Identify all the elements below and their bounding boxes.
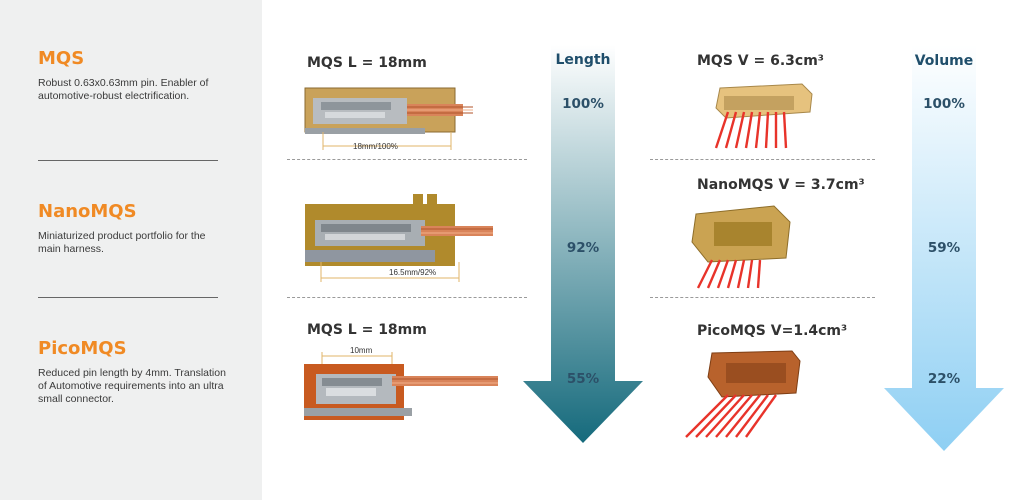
dimension-label: 10mm (350, 346, 373, 355)
dimension-label: 18mm/100% (353, 142, 398, 151)
volume-row-title: PicoMQS V=1.4cm³ (697, 323, 848, 339)
product-name: NanoMQS (38, 201, 137, 222)
volume-row-title: MQS V = 6.3cm³ (697, 53, 824, 69)
product-nanomqs: NanoMQS Miniaturized product portfolio f… (38, 201, 253, 256)
length-row-title: MQS L = 18mm (307, 322, 427, 338)
product-sidebar: MQS Robust 0.63x0.63mm pin. Enabler of a… (0, 0, 262, 500)
volume-reduction-arrow (882, 45, 1006, 455)
length-row-title: MQS L = 18mm (307, 55, 427, 71)
sidebar-divider (38, 160, 218, 161)
row-separator (287, 159, 527, 160)
volume-arrow-label: Volume (914, 53, 974, 69)
picomqs-cross-section-illustration: 10mm (302, 342, 500, 424)
row-separator (650, 159, 875, 160)
product-name: MQS (38, 48, 85, 69)
mqs-cross-section-illustration: 18mm/100% (301, 84, 476, 160)
product-name: PicoMQS (38, 338, 127, 359)
length-percentage: 100% (562, 96, 604, 112)
sidebar-divider (38, 297, 218, 298)
product-mqs: MQS Robust 0.63x0.63mm pin. Enabler of a… (38, 48, 253, 103)
length-percentage: 55% (566, 371, 600, 387)
length-reduction-arrow (521, 45, 645, 445)
mqs-connector-illustration (706, 80, 816, 152)
nanomqs-connector-illustration (678, 200, 798, 292)
volume-row-title: NanoMQS V = 3.7cm³ (697, 177, 865, 193)
row-separator (287, 297, 527, 298)
length-percentage: 92% (566, 240, 600, 256)
row-separator (650, 297, 875, 298)
nanomqs-cross-section-illustration: 16.5mm/92% (301, 190, 496, 286)
product-description: Robust 0.63x0.63mm pin. Enabler of autom… (38, 77, 209, 102)
dimension-label: 16.5mm/92% (389, 268, 437, 277)
product-description: Miniaturized product portfolio for the m… (38, 230, 206, 255)
volume-percentage: 59% (927, 240, 961, 256)
product-description: Reduced pin length by 4mm. Translation o… (38, 367, 226, 405)
volume-percentage: 100% (923, 96, 965, 112)
product-picomqs: PicoMQS Reduced pin length by 4mm. Trans… (38, 338, 253, 406)
picomqs-connector-illustration (678, 345, 803, 441)
length-arrow-label: Length (555, 52, 611, 68)
volume-percentage: 22% (927, 371, 961, 387)
